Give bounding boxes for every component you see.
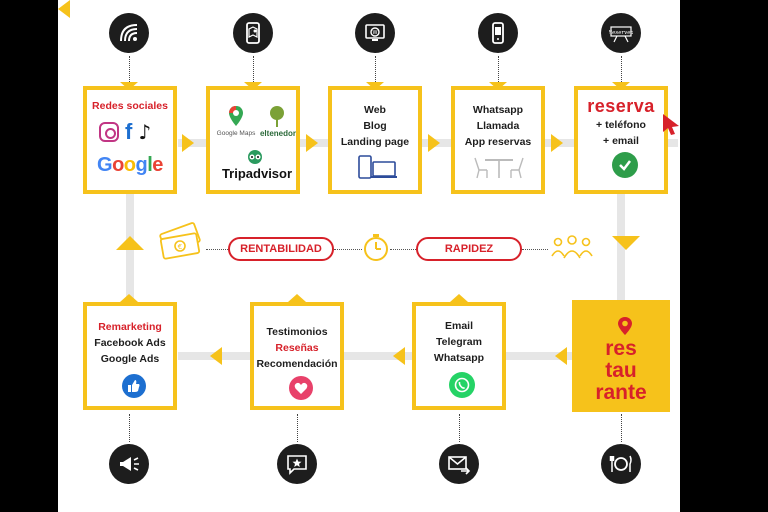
- blog-label: Blog: [363, 120, 387, 132]
- devices-icon: [358, 154, 398, 185]
- llamada-label: Llamada: [476, 120, 520, 132]
- restaurante-line-2: tau: [605, 359, 637, 382]
- table-chairs-icon: [471, 154, 527, 185]
- plate-cutlery-icon: [601, 444, 641, 484]
- google-maps-icon: [228, 105, 244, 132]
- google-logo: Google: [97, 154, 163, 176]
- contact-channels-box: Whatsapp Llamada App reservas: [451, 86, 545, 194]
- telefono-label: + teléfono: [596, 119, 646, 131]
- cursor-icon: [661, 112, 680, 141]
- check-circle-icon: [612, 152, 638, 178]
- social-media-box: Redes sociales f ♪ Google: [83, 86, 177, 194]
- rentabilidad-pill: RENTABILIDAD: [228, 237, 334, 261]
- app-reservas-label: App reservas: [464, 136, 532, 148]
- reserva-title: reserva: [587, 96, 655, 116]
- listings-box: Google Maps eltenedor Tripadvisor: [206, 86, 300, 194]
- web-label: Web: [364, 104, 386, 116]
- phone-icon: [478, 13, 518, 53]
- wifi-signal-icon: [109, 13, 149, 53]
- rapidez-pill: RAPIDEZ: [416, 237, 522, 261]
- whatsapp-label: Whatsapp: [472, 104, 524, 116]
- facebook-icon: f: [125, 119, 133, 144]
- resenas-label: Reseñas: [275, 342, 319, 354]
- recomendacion-label: Recomendación: [256, 358, 338, 370]
- whatsapp-icon: [449, 372, 475, 398]
- svg-text:W: W: [373, 30, 378, 36]
- heart-icon: [289, 376, 313, 400]
- marketing-flow-diagram: W Reserved Redes sociales f ♪ Google Goo…: [58, 0, 680, 512]
- star-chat-icon: [277, 444, 317, 484]
- google-maps-label: Google Maps: [216, 130, 256, 137]
- remarketing-box: Remarketing Facebook Ads Google Ads: [83, 302, 177, 410]
- reserva-box: reserva + teléfono + email: [574, 86, 668, 194]
- testimonios-label: Testimonios: [266, 326, 328, 338]
- google-ads-label: Google Ads: [100, 353, 160, 365]
- whatsapp-channel-label: Whatsapp: [433, 352, 485, 364]
- telegram-label: Telegram: [436, 336, 482, 348]
- reserved-sign-icon: Reserved: [601, 13, 641, 53]
- tripadvisor-icon: [246, 150, 264, 169]
- svg-text:€: €: [178, 243, 182, 251]
- email-channel-label: Email: [444, 320, 473, 332]
- stopwatch-icon: [362, 232, 390, 267]
- location-pin-icon: [617, 316, 633, 341]
- reviews-box: Testimonios Reseñas Recomendación: [250, 302, 344, 410]
- people-group-icon: [550, 234, 594, 267]
- web-icon: W: [355, 13, 395, 53]
- landing-page-label: Landing page: [340, 136, 410, 148]
- svg-text:Reserved: Reserved: [609, 30, 633, 36]
- restaurante-line-1: res: [605, 337, 637, 360]
- social-media-title: Redes sociales: [92, 100, 168, 112]
- eltenedor-icon: [268, 105, 286, 127]
- tripadvisor-label: Tripadvisor: [221, 166, 293, 181]
- email-send-icon: [439, 444, 479, 484]
- thumbs-up-icon: [122, 374, 146, 398]
- email-label: + email: [603, 135, 639, 147]
- eltenedor-label: eltenedor: [259, 129, 296, 138]
- tiktok-icon: ♪: [138, 120, 152, 144]
- web-channels-box: Web Blog Landing page: [328, 86, 422, 194]
- money-icon: €: [156, 222, 204, 269]
- remarketing-label: Remarketing: [98, 321, 162, 333]
- facebook-ads-label: Facebook Ads: [94, 337, 166, 349]
- map-phone-icon: [233, 13, 273, 53]
- restaurante-line-3: rante: [595, 381, 647, 404]
- instagram-icon: [99, 122, 119, 142]
- messaging-box: Email Telegram Whatsapp: [412, 302, 506, 410]
- restaurante-box: res tau rante: [572, 300, 670, 412]
- megaphone-icon: [109, 444, 149, 484]
